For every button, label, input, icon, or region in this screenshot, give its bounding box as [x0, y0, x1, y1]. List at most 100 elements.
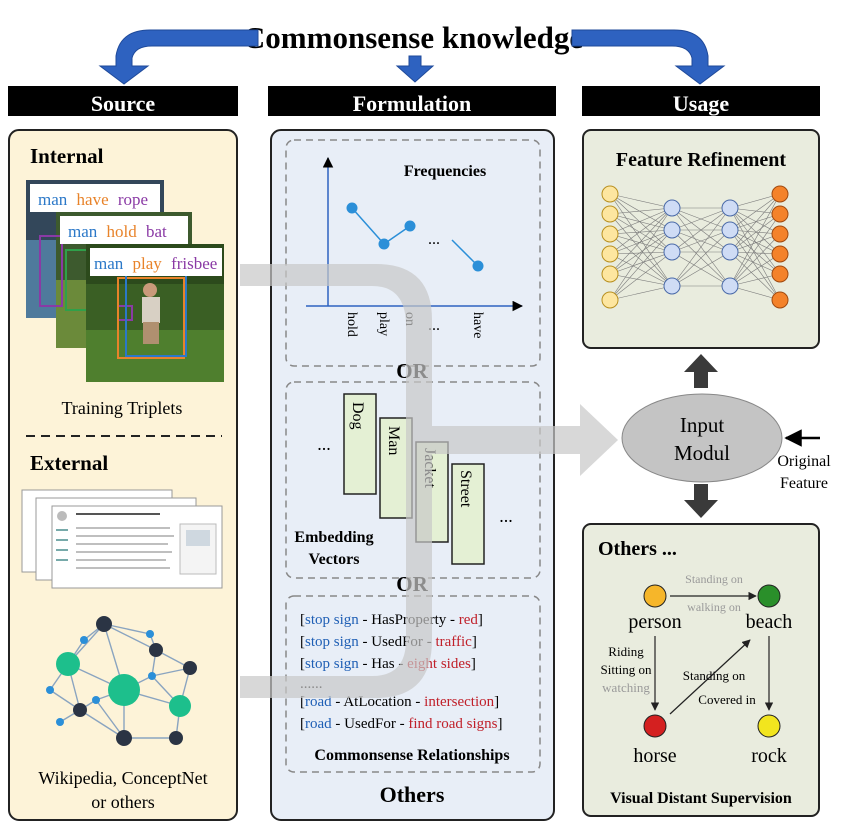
nn-edge: [609, 229, 673, 275]
node-person-label: person: [628, 611, 681, 633]
arrow-to-others: [684, 484, 718, 518]
nn-edge: [609, 229, 673, 301]
triplet-3-predicate: play: [133, 254, 163, 273]
nn-edge: [609, 285, 673, 301]
edge-standing-on: Standing on: [685, 572, 743, 586]
node-beach: [757, 584, 781, 608]
arrow-left: [98, 29, 259, 85]
nn-node: [721, 243, 739, 261]
embedding-label-line2: Vectors: [309, 551, 360, 568]
nn-edge: [609, 229, 673, 255]
scene-graph: Standing on walking on Riding Sitting on…: [601, 572, 793, 767]
freq-line-2: [451, 239, 479, 267]
nn-edge: [609, 207, 673, 275]
nn-edge: [729, 193, 781, 231]
nn-edge: [609, 213, 673, 231]
embedding-ellipsis-right: ...: [499, 506, 513, 526]
input-module-line2: Modul: [674, 441, 730, 465]
nn-edge: [729, 193, 781, 287]
nn-edge: [729, 251, 781, 275]
original-feature-line1: Original: [777, 453, 831, 470]
nn-edge: [729, 229, 781, 275]
node-rock-label: rock: [751, 745, 787, 767]
edge-sitting-on: Sitting on: [601, 662, 652, 677]
nn-node: [721, 221, 739, 239]
nn-edge: [729, 193, 781, 253]
triplet-1-subject: man: [38, 190, 68, 209]
nn-edge: [671, 251, 731, 287]
nn-edge: [729, 229, 781, 255]
nn-edge: [609, 251, 673, 301]
nn-edge: [729, 213, 781, 231]
relationship-1: [stop sign - HasProperty - red]: [300, 612, 483, 628]
nn-node: [721, 277, 739, 295]
nn-edge: [609, 207, 673, 255]
nn-edge: [671, 229, 731, 287]
usage-header-bar: [582, 86, 820, 116]
original-feature-line2: Feature: [780, 475, 828, 492]
arrow-middle: [395, 55, 435, 83]
photo-1-caption-bg: [30, 184, 160, 212]
input-module: [621, 393, 783, 483]
nn-edge: [671, 207, 731, 253]
embedding-ellipsis-left: ...: [317, 434, 331, 454]
nn-edge: [609, 273, 673, 287]
visual-distant-supervision: Visual Distant Supervision: [610, 790, 792, 807]
nn-edge: [609, 233, 673, 287]
nn-edge: [609, 251, 673, 275]
nn-node: [601, 291, 619, 309]
nn-edge: [729, 213, 781, 287]
nn-node: [663, 221, 681, 239]
nn-node: [771, 291, 789, 309]
node-horse: [643, 714, 667, 738]
nn-node: [771, 205, 789, 223]
freq-point-on: [404, 220, 416, 232]
triplet-3-object: frisbee: [171, 254, 217, 273]
nn-edge: [609, 207, 673, 215]
triplet-2-subject: man: [68, 222, 98, 241]
formulation-header: Formulation: [353, 91, 472, 116]
nn-edge: [729, 233, 781, 253]
nn-node: [771, 265, 789, 283]
nn-edge: [729, 253, 781, 287]
others-formulation-label: Others: [380, 782, 445, 807]
nn-edge: [729, 285, 781, 301]
relationship-5: [road - UsedFor - find road signs]: [300, 716, 503, 732]
edge-walking-on: walking on: [687, 600, 741, 614]
vector-dog-label: Dog: [349, 402, 366, 430]
external-label: External: [30, 451, 108, 475]
nn-edge: [729, 193, 781, 209]
arrow-right: [571, 29, 726, 85]
nn-node: [601, 205, 619, 223]
nn-edge: [671, 229, 731, 253]
feature-refinement-title: Feature Refinement: [616, 149, 786, 171]
nn-edge: [609, 213, 673, 253]
edge-riding: Riding: [608, 644, 644, 659]
usage-header: Usage: [673, 91, 729, 116]
nn-node: [663, 277, 681, 295]
formulation-header-bar: [268, 86, 556, 116]
node-horse-label: horse: [633, 745, 676, 767]
edge-standing-on-2: Standing on: [683, 668, 746, 683]
nn-node: [601, 225, 619, 243]
feature-refinement-panel: [582, 129, 820, 349]
freq-point-hold: [346, 202, 358, 214]
nn-edge: [609, 233, 673, 253]
freq-point-play: [378, 238, 390, 250]
training-photos: man have rope man hold bat man play fris…: [26, 180, 224, 382]
freq-ellipsis: ...: [428, 231, 440, 248]
triplet-3: man play frisbee: [94, 254, 217, 273]
flow-arrow: [240, 264, 618, 698]
relationship-3: [stop sign - Has - eight sides]: [300, 656, 476, 672]
nn-edge: [609, 207, 673, 301]
nn-edge: [609, 229, 673, 235]
edge-watching: watching: [602, 680, 650, 695]
node-rock: [757, 714, 781, 738]
internal-label: Internal: [30, 144, 104, 168]
vector-man-label: Man: [385, 426, 402, 455]
nn-edge: [729, 229, 781, 301]
nn-node: [601, 185, 619, 203]
nn-edge: [609, 193, 673, 253]
nn-edge: [729, 207, 781, 255]
